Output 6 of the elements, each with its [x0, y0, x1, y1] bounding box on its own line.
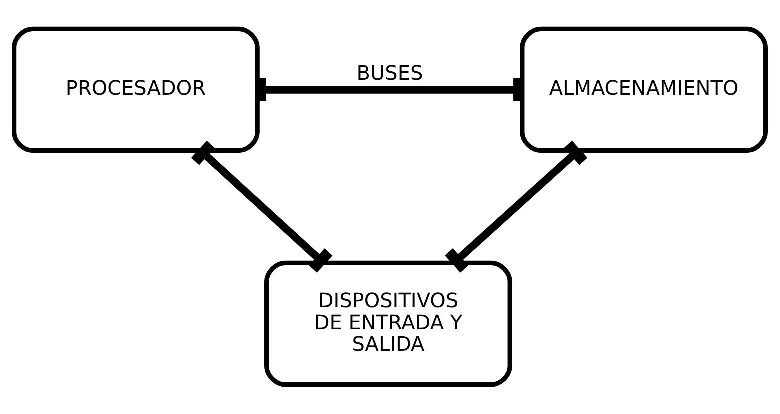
node-box: DISPOSITIVOS DE ENTRADA Y SALIDA: [264, 260, 512, 388]
node-box: PROCESADOR: [12, 26, 260, 154]
connector: [445, 140, 588, 273]
edge-label: BUSES: [356, 60, 424, 85]
node-box: ALMACENAMIENTO: [520, 26, 768, 154]
connector: [191, 140, 333, 273]
